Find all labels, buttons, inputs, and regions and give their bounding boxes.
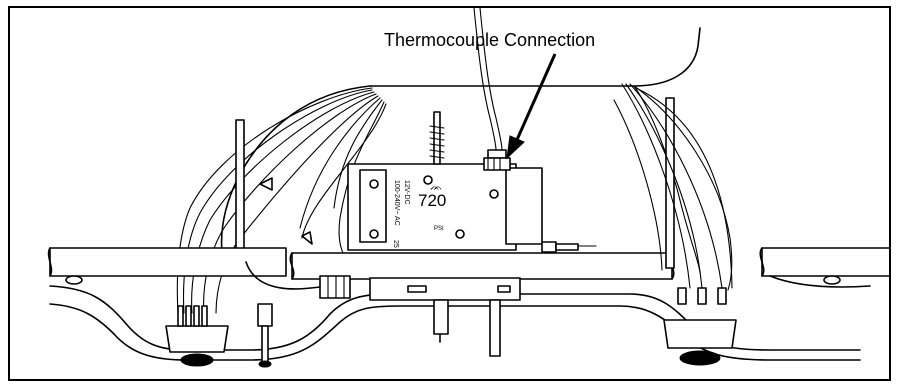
- left-vertical-rod: [235, 119, 245, 256]
- left-wire-clip: [259, 177, 273, 191]
- thermocouple-fitting: [483, 149, 511, 171]
- manifold-right-return: [769, 275, 871, 288]
- valve-control-number: 720: [418, 191, 446, 210]
- valve-side-marking: 25: [392, 240, 399, 248]
- callout-arrow-head: [506, 135, 525, 160]
- left-rod-cap: [258, 360, 272, 368]
- thermocouple-tube-2: [479, 8, 503, 151]
- thermocouple-tube: [473, 8, 497, 151]
- left-wire-clip-lower: [301, 231, 313, 245]
- assembly-drawing: 720 ᨏ 100-240V~ AC 12V-DC 25 PSI: [47, 8, 889, 368]
- upper-housing-curve: [220, 85, 371, 254]
- valve-rating-line-2: 12V-DC: [403, 180, 410, 205]
- left-burner-socket: [165, 305, 229, 367]
- right-vertical-rod: [665, 97, 675, 269]
- callout-arrow-line: [514, 53, 557, 143]
- pipe-fitting: [245, 261, 351, 299]
- thermocouple-callout-label: Thermocouple Connection: [384, 30, 596, 50]
- left-rod-connector: [257, 303, 273, 327]
- figure-frame: 720 ᨏ 100-240V~ AC 12V-DC 25 PSI Thermoc…: [8, 6, 891, 381]
- valve-rating-line-1: 100-240V~ AC: [393, 180, 400, 226]
- upper-housing-right: [633, 85, 701, 274]
- right-rail-foot: [823, 275, 841, 285]
- right-burner-rail: [759, 247, 889, 277]
- center-burner-rail: [289, 252, 675, 280]
- left-rail-foot: [65, 275, 83, 285]
- gas-valve: [347, 111, 597, 253]
- left-rod-lower: [261, 325, 269, 363]
- upper-housing-outline: [369, 27, 701, 87]
- right-burner-socket: [663, 287, 737, 366]
- right-wire-harness: [613, 83, 733, 291]
- valve-top-glyph: ᨏ: [430, 182, 442, 193]
- valve-small-marking: PSI: [434, 226, 444, 232]
- valve-base-plate: [369, 277, 521, 357]
